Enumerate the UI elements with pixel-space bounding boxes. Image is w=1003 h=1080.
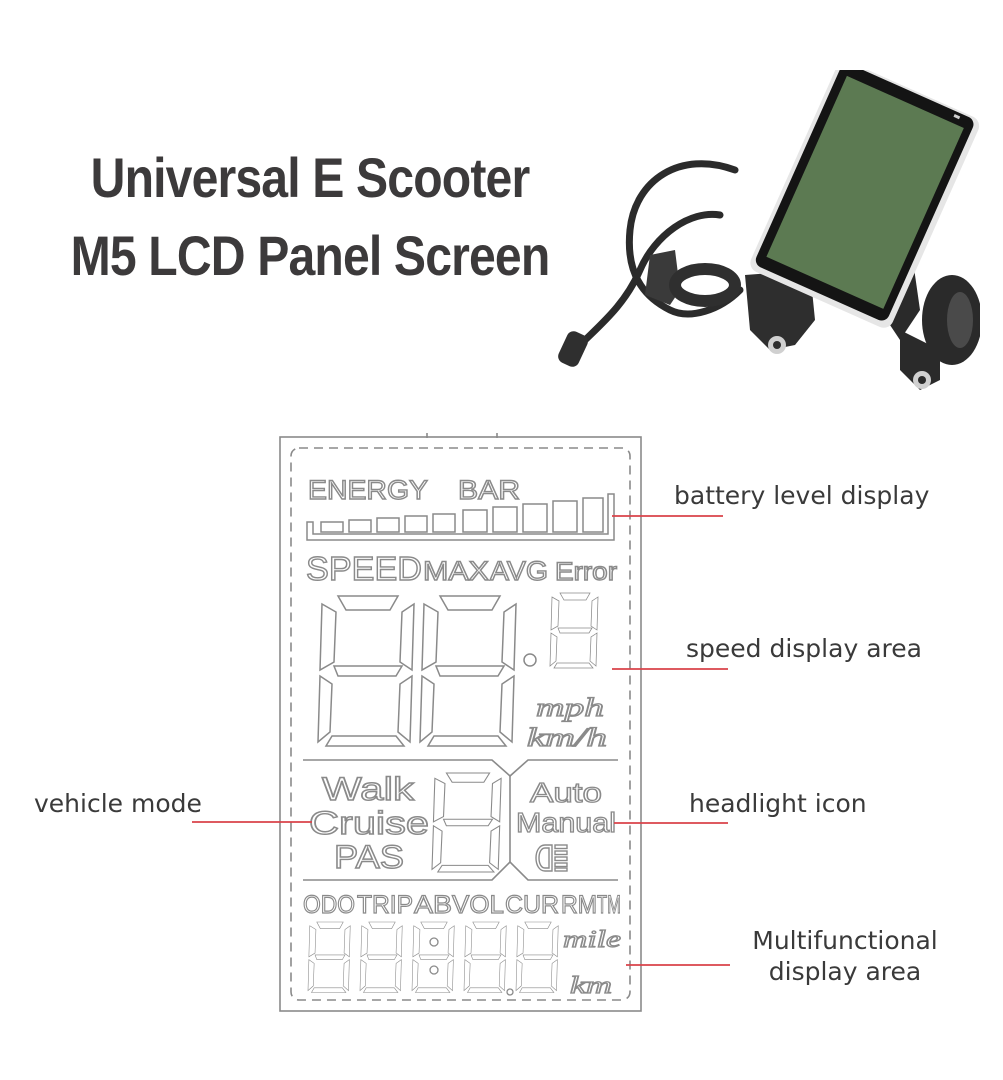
callout-multifunction-line2: display area	[768, 957, 922, 987]
callout-headlight-icon: headlight icon	[689, 789, 867, 818]
callout-vehicle-mode: vehicle mode	[34, 789, 202, 818]
callout-multifunction-line1: Multifunctional	[752, 926, 938, 955]
speed-labels: SPEED MAX AVG Error	[305, 549, 617, 587]
svg-text:BAR: BAR	[458, 475, 520, 505]
lcd-outer-frame	[279, 436, 642, 1012]
light-labels: Auto Manual	[515, 776, 616, 838]
energy-bar	[306, 493, 615, 541]
svg-text:mph: mph	[536, 693, 604, 722]
svg-text:TRIP: TRIP	[357, 891, 413, 919]
speed-digits	[317, 592, 599, 747]
title-line-2: M5 LCD Panel Screen	[70, 224, 551, 287]
cable-connector	[558, 331, 588, 367]
display-screen	[766, 75, 964, 309]
svg-text:km: km	[570, 973, 612, 999]
svg-text:mile: mile	[563, 927, 621, 953]
function-units: mile km	[562, 926, 622, 999]
product-photo	[558, 70, 980, 390]
callout-battery-level: battery level display	[674, 481, 930, 510]
function-labels: ODO TRIP AB VOL CUR RM TM	[302, 890, 621, 919]
svg-text:Cruise: Cruise	[309, 805, 429, 841]
mode-digit	[431, 772, 502, 873]
svg-text:Error: Error	[555, 558, 617, 586]
energy-bar-label: ENERGY BAR	[307, 474, 520, 505]
svg-text:MAX: MAX	[423, 556, 489, 586]
svg-text:PAS: PAS	[334, 839, 404, 875]
function-digits	[307, 921, 559, 996]
headlight-icon	[535, 844, 568, 872]
svg-text:TM: TM	[597, 891, 621, 919]
svg-text:Walk: Walk	[322, 771, 415, 807]
svg-text:km/h: km/h	[527, 723, 607, 752]
svg-text:Auto: Auto	[530, 777, 602, 808]
svg-text:AVG: AVG	[490, 556, 548, 586]
lcd-inner-dashed-frame	[290, 447, 631, 1001]
svg-text:ODO: ODO	[303, 891, 355, 919]
callout-lines	[192, 515, 730, 966]
mode-labels: Walk Cruise PAS	[308, 770, 429, 875]
svg-text:Manual: Manual	[516, 807, 616, 838]
callout-speed-display: speed display area	[686, 634, 922, 663]
speed-units: mph km/h	[526, 692, 607, 752]
svg-text:AB: AB	[414, 891, 452, 919]
callout-multifunction-display: Multifunctional display area	[734, 925, 956, 988]
title-line-1: Universal E Scooter	[90, 146, 531, 209]
svg-text:RM: RM	[561, 891, 597, 919]
svg-text:ENERGY: ENERGY	[308, 475, 428, 505]
svg-text:VOL: VOL	[452, 891, 504, 919]
product-title: Universal E Scooter M5 LCD Panel Screen	[30, 150, 590, 284]
svg-text:SPEED: SPEED	[306, 550, 422, 587]
svg-text:CUR: CUR	[505, 891, 559, 919]
section-dividers	[303, 759, 618, 881]
